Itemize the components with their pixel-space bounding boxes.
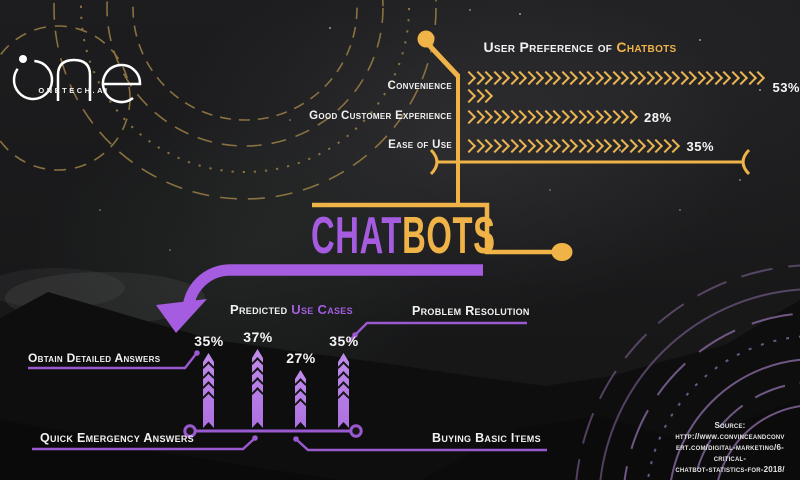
case-connectors bbox=[28, 321, 547, 452]
use-case-label-buying: Buying Basic Items bbox=[432, 431, 541, 445]
logo-tagline: ONETECH.AI bbox=[38, 86, 110, 95]
use-cases-heading-accent: Use Cases bbox=[291, 302, 353, 317]
stars bbox=[99, 9, 761, 251]
preference-bar: 35% bbox=[461, 138, 715, 154]
preference-row-label: Ease of Use bbox=[388, 139, 452, 151]
main-title: CHATBOTS bbox=[311, 210, 496, 262]
source-line: ert.com/digital-marketing/6-critical- bbox=[676, 443, 784, 463]
use-case-percent: 35% bbox=[329, 333, 359, 349]
big-arrow-icon bbox=[156, 264, 483, 333]
use-case-label-quick: Quick Emergency Answers bbox=[40, 431, 194, 445]
use-case-percent: 35% bbox=[194, 333, 224, 349]
connector-dots bbox=[183, 332, 363, 442]
use-case-percent: 27% bbox=[286, 350, 316, 366]
gold-connector bbox=[312, 30, 751, 261]
use-cases-heading: Predicted Use Cases bbox=[230, 302, 353, 317]
use-case-label-problem: Problem Resolution bbox=[412, 304, 530, 318]
use-case-percent: 37% bbox=[243, 329, 273, 345]
preference-bar: 28% bbox=[461, 109, 672, 125]
main-title-chat: CHAT bbox=[311, 207, 403, 265]
preference-value: 28% bbox=[644, 110, 672, 125]
preference-title-white: User Preference of bbox=[483, 39, 613, 55]
preference-value: 53% bbox=[772, 80, 800, 95]
main-title-bots: BOTS bbox=[402, 207, 496, 265]
preference-value: 35% bbox=[686, 139, 715, 154]
preference-title-accent: Chatbots bbox=[616, 39, 677, 55]
use-case-label-obtain: Obtain Detailed Answers bbox=[28, 351, 161, 365]
use-case-bar bbox=[295, 370, 306, 428]
preference-row-label: Convenience bbox=[387, 80, 452, 92]
bar-chevron-icon bbox=[338, 391, 349, 404]
use-cases-heading-white: Predicted bbox=[230, 302, 288, 317]
bar-chevron-icon bbox=[203, 391, 214, 404]
preference-bar: 53% bbox=[461, 70, 800, 103]
gold-dashed-arcs bbox=[0, 0, 437, 200]
bar-chevron-icon bbox=[252, 387, 263, 400]
use-case-bar bbox=[338, 353, 349, 428]
source-line: Source: http://www.convinceandconv bbox=[675, 421, 785, 441]
preference-chart-title: User Preference of Chatbots bbox=[455, 39, 705, 55]
use-case-bar bbox=[252, 349, 263, 428]
source-citation: Source: http://www.convinceandconv ert.c… bbox=[664, 420, 796, 475]
bar-chevron-icon bbox=[295, 398, 306, 411]
preference-row-label: Good Customer Experience bbox=[309, 110, 452, 122]
use-case-bar bbox=[203, 353, 214, 428]
onetech-logo-icon bbox=[12, 55, 142, 104]
source-line: chatbot-statistics-for-2018/ bbox=[675, 465, 785, 474]
